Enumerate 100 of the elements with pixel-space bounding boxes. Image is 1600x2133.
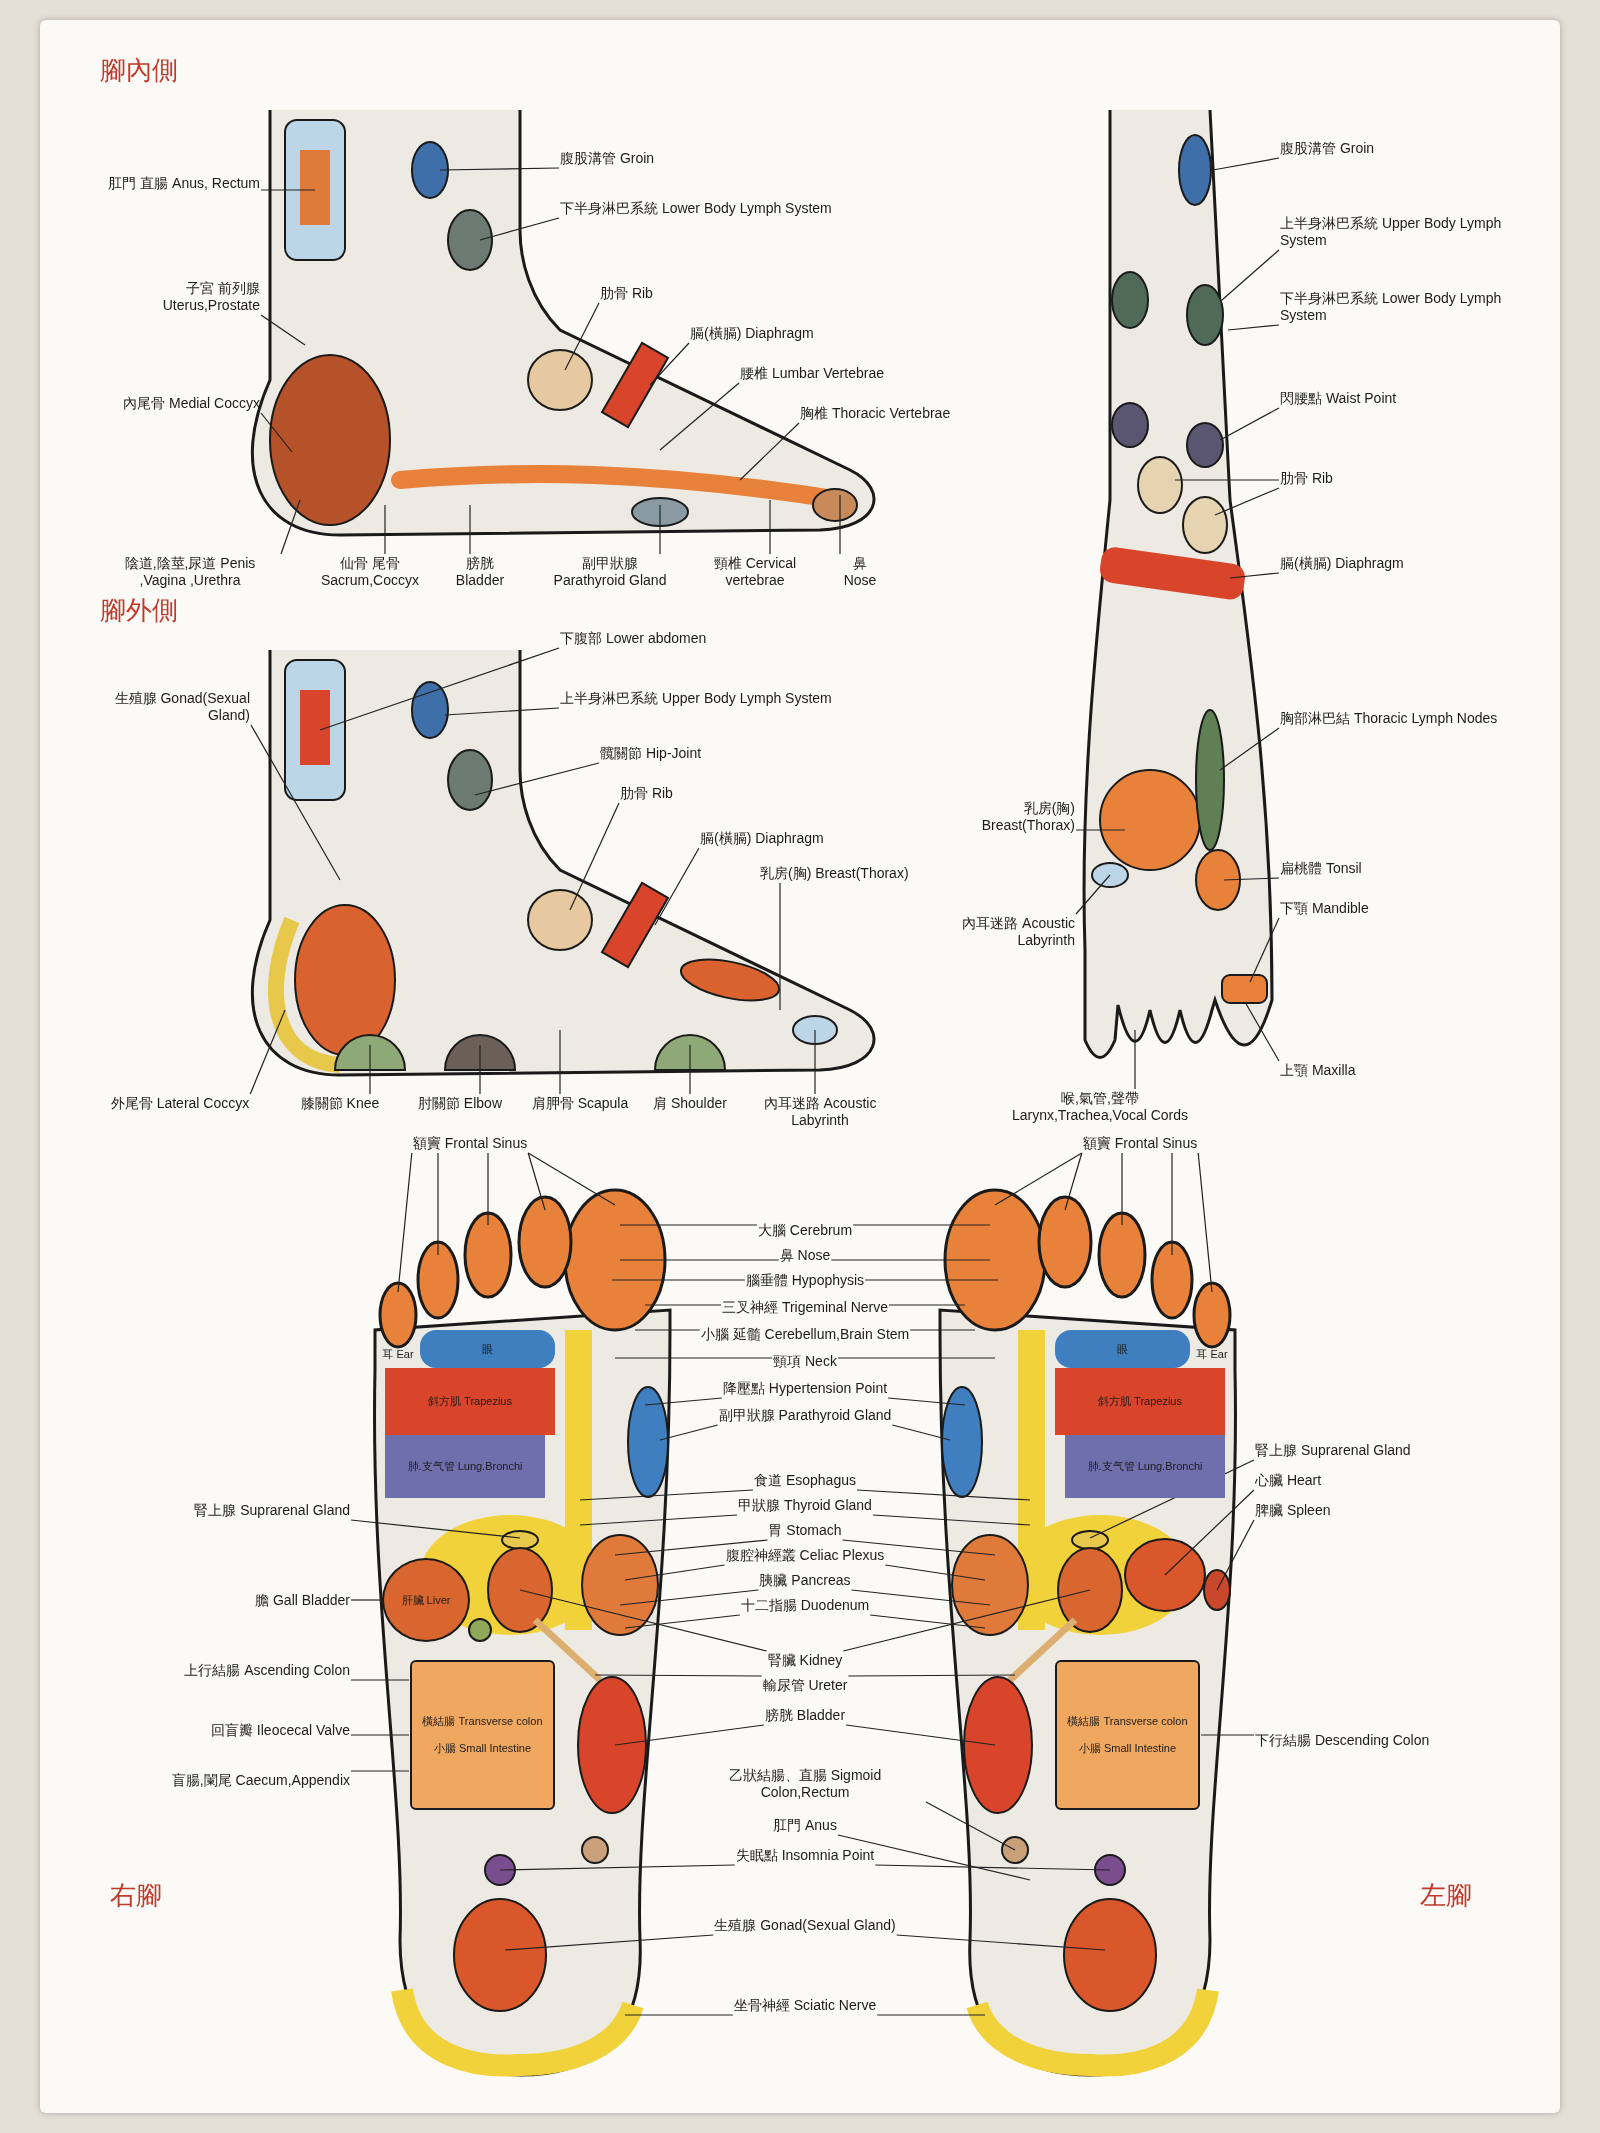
callout-label: 乙狀結腸、直腸 Sigmoid Colon,Rectum bbox=[685, 1767, 925, 1801]
leader-line bbox=[280, 499, 301, 555]
callout-label: 上顎 Maxilla bbox=[1280, 1062, 1356, 1079]
callout-label: 下半身淋巴系統 Lower Body Lymph System bbox=[1280, 290, 1530, 324]
leader-line bbox=[1075, 874, 1111, 915]
leader-line bbox=[619, 1259, 780, 1261]
leader-line bbox=[1214, 487, 1280, 516]
callout-label: 腎上腺 Suprarenal Gland bbox=[1255, 1442, 1411, 1459]
callout-label: 肛門 Anus bbox=[773, 1817, 837, 1834]
leader-line bbox=[644, 1304, 722, 1306]
leader-line bbox=[887, 1397, 966, 1406]
leader-line bbox=[769, 499, 771, 555]
zone-label: 橫結腸 Transverse colon bbox=[1067, 1715, 1188, 1728]
leader-line bbox=[845, 1724, 996, 1746]
callout-label: 膝關節 Knee bbox=[300, 1095, 380, 1112]
leader-line bbox=[1174, 479, 1280, 481]
reflex-zone bbox=[420, 1330, 555, 1368]
callout-label: 額竇 Frontal Sinus bbox=[1082, 1135, 1198, 1152]
leader-line bbox=[1229, 572, 1280, 579]
leader-line bbox=[925, 1801, 1016, 1851]
leader-line bbox=[260, 412, 293, 453]
leader-line bbox=[1249, 917, 1280, 983]
leader-line bbox=[1221, 249, 1280, 301]
leader-line bbox=[519, 1589, 768, 1652]
leader-line bbox=[634, 1329, 701, 1331]
leader-line bbox=[837, 1357, 996, 1359]
callout-label: 胃 Stomach bbox=[768, 1522, 842, 1539]
leader-line bbox=[350, 1519, 521, 1539]
callout-label: 上半身淋巴系統 Upper Body Lymph System bbox=[560, 690, 832, 707]
section-title: 腳外側 bbox=[100, 595, 178, 625]
leader-line bbox=[624, 1614, 741, 1629]
leader-line bbox=[474, 762, 600, 796]
callout-label: 失眠點 Insomnia Point bbox=[735, 1847, 875, 1864]
leader-line bbox=[884, 1564, 986, 1581]
callout-label: 扁桃體 Tonsil bbox=[1280, 860, 1362, 877]
callout-label: 頸椎 Cervical vertebrae bbox=[695, 555, 815, 589]
leader-line bbox=[739, 422, 800, 481]
callout-label: 胸部淋巴結 Thoracic Lymph Nodes bbox=[1280, 710, 1498, 727]
leader-line bbox=[1134, 1029, 1136, 1090]
section-title: 腳內側 bbox=[100, 55, 178, 85]
callout-label: 十二指腸 Duodenum bbox=[740, 1597, 870, 1614]
leader-line bbox=[594, 1674, 763, 1677]
leader-line bbox=[659, 382, 740, 451]
zone-label: 小腸 Small Intestine bbox=[433, 1742, 532, 1755]
callout-label: 肋骨 Rib bbox=[1280, 470, 1333, 487]
reflex-zone bbox=[1055, 1330, 1190, 1368]
leader-line bbox=[469, 504, 471, 555]
callout-label: 閃腰點 Waist Point bbox=[1280, 390, 1397, 407]
leader-line bbox=[499, 1864, 736, 1871]
leader-line bbox=[479, 217, 560, 241]
section-title: 右腳 bbox=[110, 1880, 162, 1910]
leader-line bbox=[579, 1514, 738, 1526]
leader-line bbox=[1064, 1152, 1083, 1211]
leader-line bbox=[659, 504, 661, 555]
callout-label: 腎上腺 Suprarenal Gland bbox=[194, 1502, 350, 1519]
reflex-zone bbox=[410, 1660, 555, 1810]
reflex-zone bbox=[385, 1368, 555, 1435]
callout-label: 食道 Esophagus bbox=[754, 1472, 856, 1489]
zone-label: 眼 bbox=[1117, 1342, 1128, 1356]
leader-line bbox=[850, 1589, 991, 1606]
leader-line bbox=[654, 847, 700, 926]
leader-line bbox=[527, 1152, 616, 1206]
leader-line bbox=[504, 1934, 714, 1951]
callout-label: 陰道,陰莖,尿道 Penis ,Vagina ,Urethra bbox=[100, 555, 280, 589]
zone-label: 耳 Ear bbox=[382, 1348, 414, 1361]
callout-label: 肩胛骨 Scapula bbox=[531, 1095, 629, 1112]
leader-line bbox=[569, 802, 620, 911]
leader-line bbox=[614, 1724, 765, 1746]
leader-line bbox=[439, 167, 560, 171]
callout-label: 腦垂體 Hypophysis bbox=[745, 1272, 865, 1289]
leader-line bbox=[350, 1599, 383, 1601]
callout-label: 髖關節 Hip-Joint bbox=[600, 745, 702, 762]
leader-line bbox=[1197, 1152, 1213, 1293]
callout-label: 肘關節 Elbow bbox=[418, 1095, 502, 1112]
leader-line bbox=[1212, 157, 1280, 171]
leader-line bbox=[1219, 407, 1280, 441]
leader-line bbox=[350, 1734, 410, 1736]
callout-label: 副甲狀腺 Parathyroid Gland bbox=[718, 1407, 892, 1424]
zone-label: 肺.支气管 Lung.Bronchi bbox=[407, 1460, 523, 1473]
callout-label: 頸項 Neck bbox=[773, 1353, 837, 1370]
leader-line bbox=[487, 1152, 489, 1226]
leader-line bbox=[1200, 1734, 1255, 1736]
callout-label: 下腹部 Lower abdomen bbox=[560, 630, 707, 647]
zone-label: 斜方肌 Trapezius bbox=[428, 1395, 512, 1408]
leader-line bbox=[250, 724, 341, 881]
leader-line bbox=[559, 1029, 561, 1095]
reflex-zone bbox=[1055, 1660, 1200, 1810]
callout-label: 下半身淋巴系統 Lower Body Lymph System bbox=[560, 200, 832, 217]
leader-line bbox=[624, 1564, 726, 1581]
leader-line bbox=[1171, 1152, 1173, 1256]
leader-line bbox=[1216, 1519, 1255, 1591]
leader-line bbox=[614, 1357, 773, 1359]
leader-line bbox=[527, 1152, 546, 1211]
zone-label: 橫結腸 Transverse colon bbox=[422, 1715, 543, 1728]
callout-label: 膀胱 Bladder bbox=[440, 555, 520, 589]
callout-label: 膈(橫膈) Diaphragm bbox=[1280, 555, 1404, 572]
callout-label: 降壓點 Hypertension Point bbox=[722, 1380, 888, 1397]
callout-label: 上行結腸 Ascending Colon bbox=[184, 1662, 350, 1679]
reflex-zone bbox=[1065, 1435, 1225, 1498]
callout-label: 膽 Gall Bladder bbox=[255, 1592, 350, 1609]
